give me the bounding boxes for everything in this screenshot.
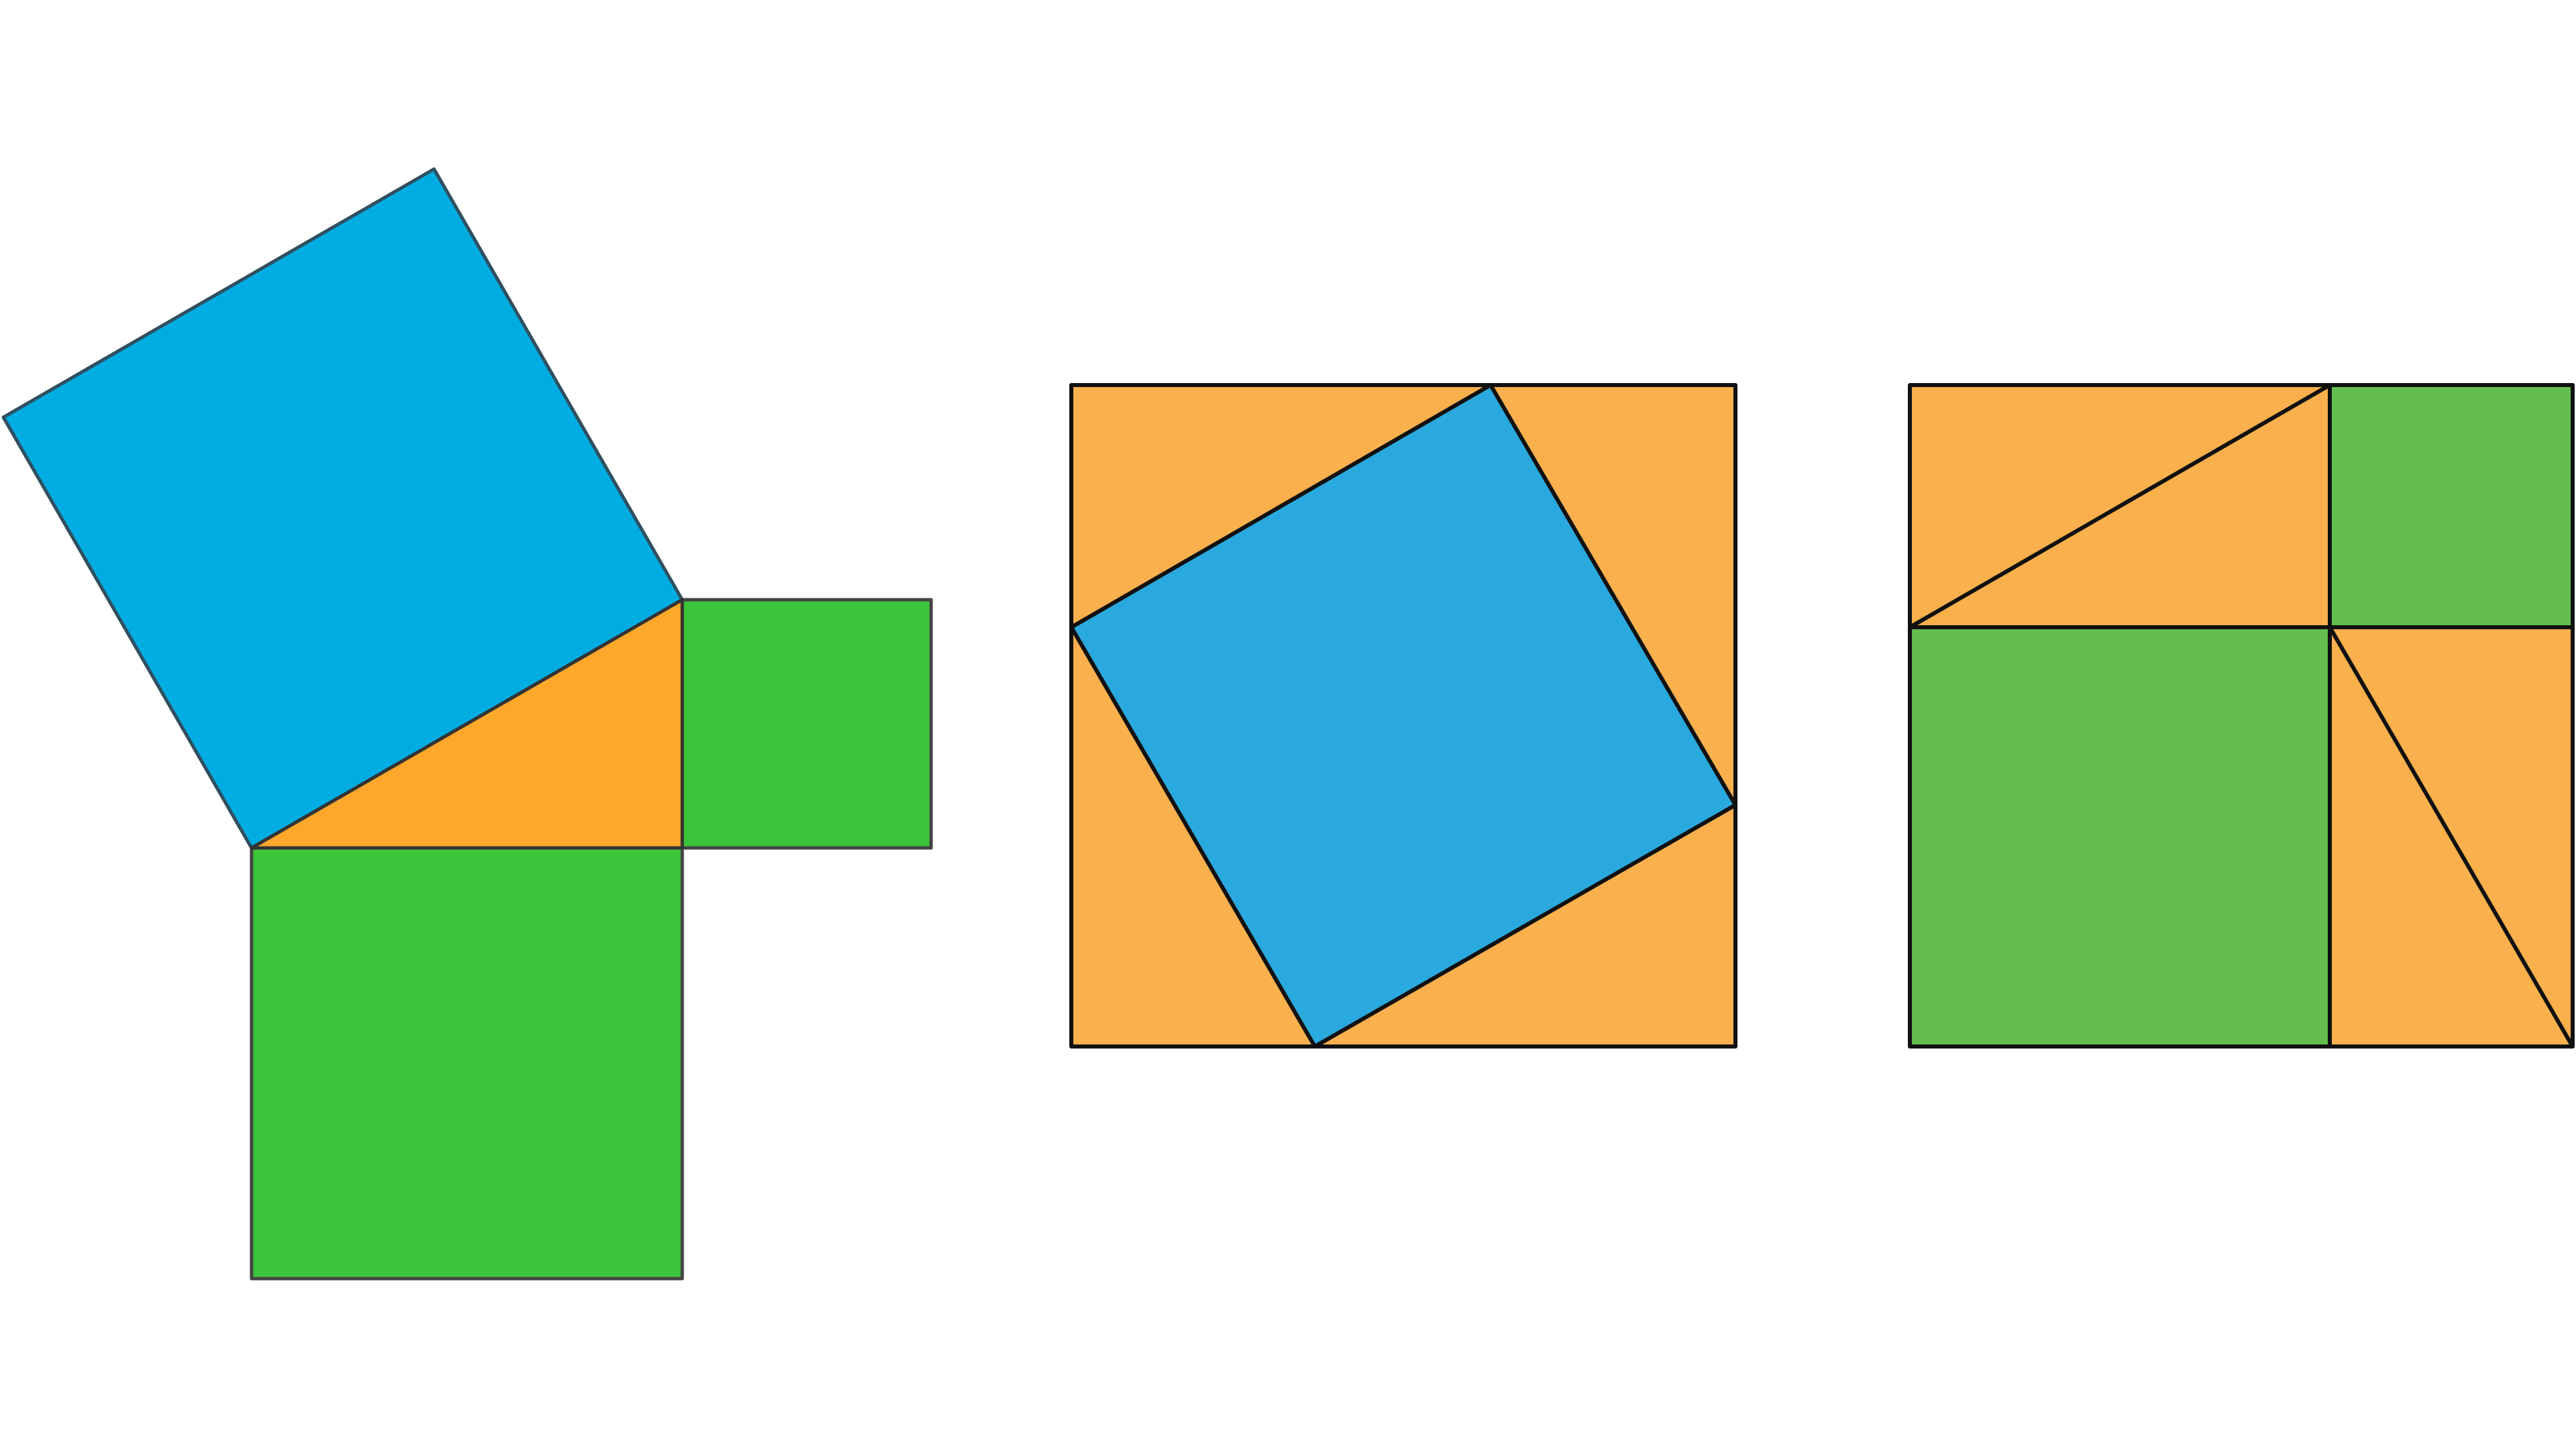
panel-rearranged [1908, 383, 2575, 1049]
right-rectangle-diagonal [2328, 625, 2575, 1049]
short-leg-square [680, 598, 933, 850]
small-leg-square [2328, 383, 2575, 629]
inner-tilted-square [1069, 383, 1737, 1049]
long-leg-square [250, 846, 684, 1281]
top-rectangle-diagonal [1908, 383, 2332, 629]
panel-tilted-square [1069, 383, 1737, 1049]
right-triangle [250, 598, 684, 850]
large-leg-square [1908, 625, 2332, 1049]
panel-squares-on-triangle [1, 167, 933, 1281]
